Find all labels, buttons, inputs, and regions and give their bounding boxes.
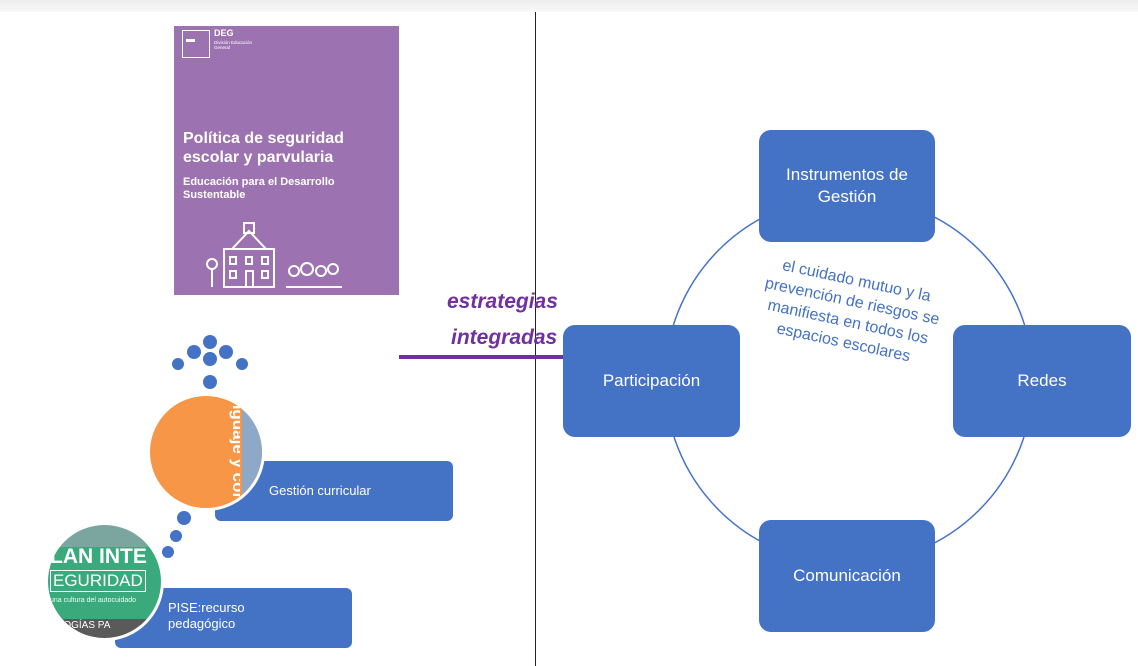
plan-text-2: EGURIDAD <box>50 570 146 592</box>
pise-label: PISE:recurso pedagógico <box>168 600 245 631</box>
dots-decoration <box>172 335 248 389</box>
instrumentos-gestion-label: Instrumentos de Gestión <box>786 165 908 206</box>
language-book-text: nguaje y comunica <box>229 404 240 499</box>
dots-decoration-lower <box>162 511 191 558</box>
redes-label: Redes <box>1017 371 1067 390</box>
gestion-curricular-label: Gestión curricular <box>269 483 371 498</box>
comunicacion-label: Comunicación <box>793 566 901 585</box>
government-logo-icon <box>182 30 210 58</box>
cover-brand: DEG <box>214 28 234 38</box>
plan-text-3: una cultura del autocuidado <box>50 597 137 604</box>
instrumentos-gestion-box: Instrumentos de Gestión <box>759 130 935 242</box>
plan-seguridad-image: LAN INTE EGURIDAD una cultura del autocu… <box>45 522 164 641</box>
redes-box: Redes <box>953 325 1131 437</box>
cover-brand-sub: División Educación General <box>214 40 253 50</box>
top-bar <box>0 0 1138 12</box>
comunicacion-box: Comunicación <box>759 520 935 632</box>
participacion-box: Participación <box>563 325 740 437</box>
arrow-label-line1: estrategias <box>447 290 558 313</box>
cover-subtitle: Educación para el Desarrollo Sustentable <box>183 176 335 201</box>
school-illustration-icon <box>206 222 342 288</box>
plan-text-4: OLOGÍAS PA <box>50 620 111 631</box>
language-book-image: nguaje y comunica <box>147 393 265 511</box>
vertical-divider <box>535 12 536 666</box>
policy-cover-image: DEG División Educación General Política … <box>174 26 399 295</box>
participacion-label: Participación <box>602 371 701 390</box>
plan-text-1: LAN INTE <box>50 545 147 568</box>
arrow-label-line2: integradas <box>451 326 558 349</box>
cover-title: Política de seguridad escolar y parvular… <box>183 130 344 166</box>
